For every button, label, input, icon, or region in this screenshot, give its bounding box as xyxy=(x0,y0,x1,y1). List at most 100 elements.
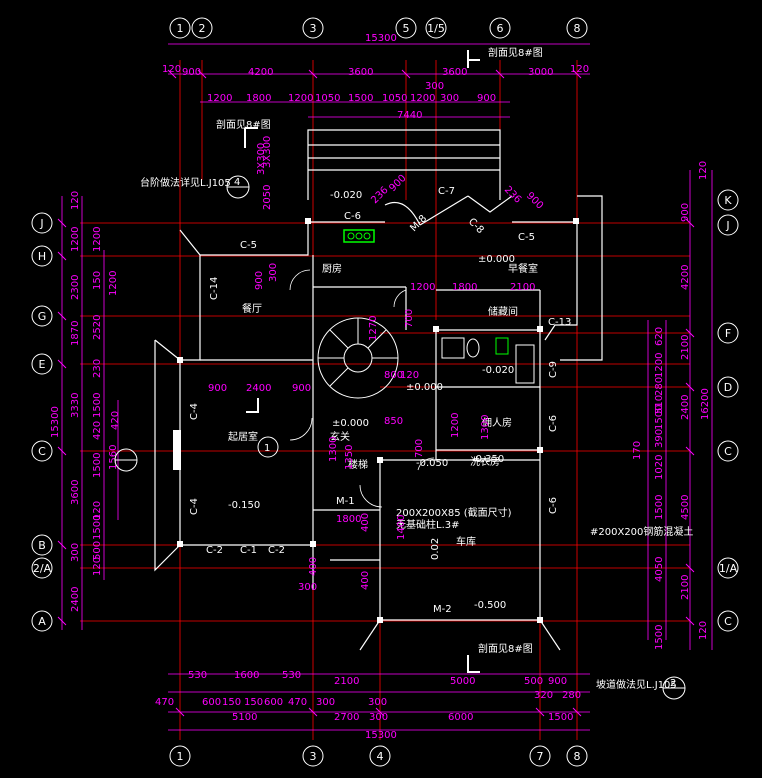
axis-bottom-3-label: 7 xyxy=(537,750,544,763)
axis-left-1-label: H xyxy=(38,250,46,263)
axis-right-2: F xyxy=(717,322,739,344)
axis-right-3: D xyxy=(717,376,739,398)
misc-dim-8: 1270 xyxy=(368,316,379,341)
axis-left-7: A xyxy=(31,610,53,632)
dim-top-r2-1: 1200 xyxy=(207,93,232,104)
dim-right-c2-9: 1500 xyxy=(654,625,665,650)
level-5: -0.020 xyxy=(482,365,514,376)
dim-left-c3-5: 420 xyxy=(110,411,121,430)
axis-top-5-label: 6 xyxy=(497,22,504,35)
level-2: ±0.000 xyxy=(478,254,515,265)
dim-bot-r2-5: 600 xyxy=(264,697,283,708)
door-m2: M-2 xyxy=(433,604,452,615)
level-7: -0.350 xyxy=(472,454,504,465)
axis-top-4: 1/5 xyxy=(425,17,447,39)
dim-top-r3: 7440 xyxy=(397,110,422,121)
dim-bot-r3-5: 1500 xyxy=(548,712,573,723)
level-3: ±0.000 xyxy=(406,382,443,393)
section-left-note: 剖面见8#图 xyxy=(216,118,271,131)
axis-top-0-label: 1 xyxy=(177,22,184,35)
dim-right-c2-2: 1200 xyxy=(654,353,665,378)
axis-left-6: 2/A xyxy=(31,557,53,579)
room-kitchen: 厨房 xyxy=(322,262,342,275)
slope-note: 0.02 xyxy=(430,538,441,560)
dim-top-6: 3000 xyxy=(528,67,553,78)
axis-top-1: 2 xyxy=(191,17,213,39)
dim-bot-r2-12: 900 xyxy=(548,676,567,687)
axis-bottom-4-label: 8 xyxy=(574,750,581,763)
dim-top-5: 3600 xyxy=(442,67,467,78)
window-c4-lower: C-4 xyxy=(189,498,200,515)
axis-bottom-0-label: 1 xyxy=(177,750,184,763)
dim-top-r2-3: 1200 xyxy=(288,93,313,104)
axis-right-4-label: C xyxy=(724,445,732,458)
dim-left-c2-1: 1200 xyxy=(92,227,103,252)
dim-right-3: 4200 xyxy=(680,265,691,290)
bathroom-fixtures xyxy=(441,337,535,384)
axis-top-6-label: 8 xyxy=(574,22,581,35)
misc-dim-2: 236 xyxy=(502,184,523,205)
level-labels: -0.020 ±0.000 ±0.000 ±0.000 -0.020 -0.05… xyxy=(228,190,515,611)
detail-refs xyxy=(114,175,686,700)
room-foyer: 玄关 xyxy=(330,430,350,443)
spiral-stair xyxy=(317,317,399,399)
axis-bottom-2: 4 xyxy=(369,745,391,767)
window-c1: C-1 xyxy=(240,545,257,556)
window-c8: C-8 xyxy=(466,216,486,236)
dim-top-1: 120 xyxy=(162,64,181,75)
dim-left-c3-4: 1560 xyxy=(108,445,119,470)
dim-top-r2-7: 1200 xyxy=(410,93,435,104)
dim-bot-r3-4: 6000 xyxy=(448,712,473,723)
stove-fixture xyxy=(343,229,375,243)
axis-left-2: G xyxy=(31,305,53,327)
axis-right-5: 1/A xyxy=(717,557,739,579)
room-laundry: 洗衣房 xyxy=(470,455,500,468)
notes: 剖面见8#图 剖面见8#图 剖面见8#图 台阶做法详见L.J105 坡道做法见L… xyxy=(140,46,693,691)
dim-right-c2-6: 1020 xyxy=(654,455,665,480)
dim-left-c3-2: 1200 xyxy=(108,271,119,296)
dim-bot-overall: 15300 xyxy=(365,730,397,741)
dim-top-3: 4200 xyxy=(248,67,273,78)
axis-top-2-label: 3 xyxy=(310,22,317,35)
room-labels: 厨房 早餐室 餐厅 储藏间 佣人房 洗衣房 玄关 起居室 车库 楼梯 xyxy=(228,262,538,548)
misc-dim-28: 1200 xyxy=(450,413,461,438)
dim-bot-r2-3: 150 xyxy=(222,697,241,708)
misc-dim-10: 900 xyxy=(208,383,227,394)
axis-top-3: 5 xyxy=(395,17,417,39)
misc-dim-15: 2100 xyxy=(510,282,535,293)
dim-right-c3-1: 510 xyxy=(654,395,665,414)
axis-left-6-label: 2/A xyxy=(33,562,52,575)
dim-top-r2-8: 300 xyxy=(440,93,459,104)
detail-ramp-ref: 2 xyxy=(670,678,676,689)
door-m1: M-1 xyxy=(336,496,355,507)
dims-left-text: 120 1200 2300 1870 3330 3600 300 2400 15… xyxy=(50,191,121,612)
dim-bot-r2-8: 2100 xyxy=(334,676,359,687)
axis-bottom-1-label: 3 xyxy=(310,750,317,763)
level-1: -0.020 xyxy=(330,190,362,201)
beam-note-1: 200X200X85 (截面尺寸) xyxy=(396,506,512,519)
level-4: ±0.000 xyxy=(332,418,369,429)
misc-dim-9: 2400 xyxy=(246,383,271,394)
dim-bot-r1-2: 1600 xyxy=(234,670,259,681)
dim-left-1: 120 xyxy=(70,191,81,210)
dim-top-extra: 300 xyxy=(425,81,444,92)
dim-right-c2-1: 620 xyxy=(654,327,665,346)
dim-right-c2-7: 1500 xyxy=(654,495,665,520)
axis-left-0: J xyxy=(31,212,53,234)
dim-left-c3-1: 150 xyxy=(92,271,103,290)
axis-top-4-label: 1/5 xyxy=(427,22,445,35)
dim-right-2: 900 xyxy=(680,203,691,222)
dim-bot-r3-3: 300 xyxy=(369,712,388,723)
axis-bottom-4: 8 xyxy=(566,745,588,767)
misc-dim-18: 1300 xyxy=(328,437,339,462)
dims-top-text: 15300 120 900 4200 3600 3600 3000 120 30… xyxy=(162,33,589,121)
room-maid: 佣人房 xyxy=(482,416,512,429)
axis-right-4: C xyxy=(717,440,739,462)
misc-dim-17: 120 xyxy=(400,370,419,381)
room-breakfast: 早餐室 xyxy=(508,262,538,275)
